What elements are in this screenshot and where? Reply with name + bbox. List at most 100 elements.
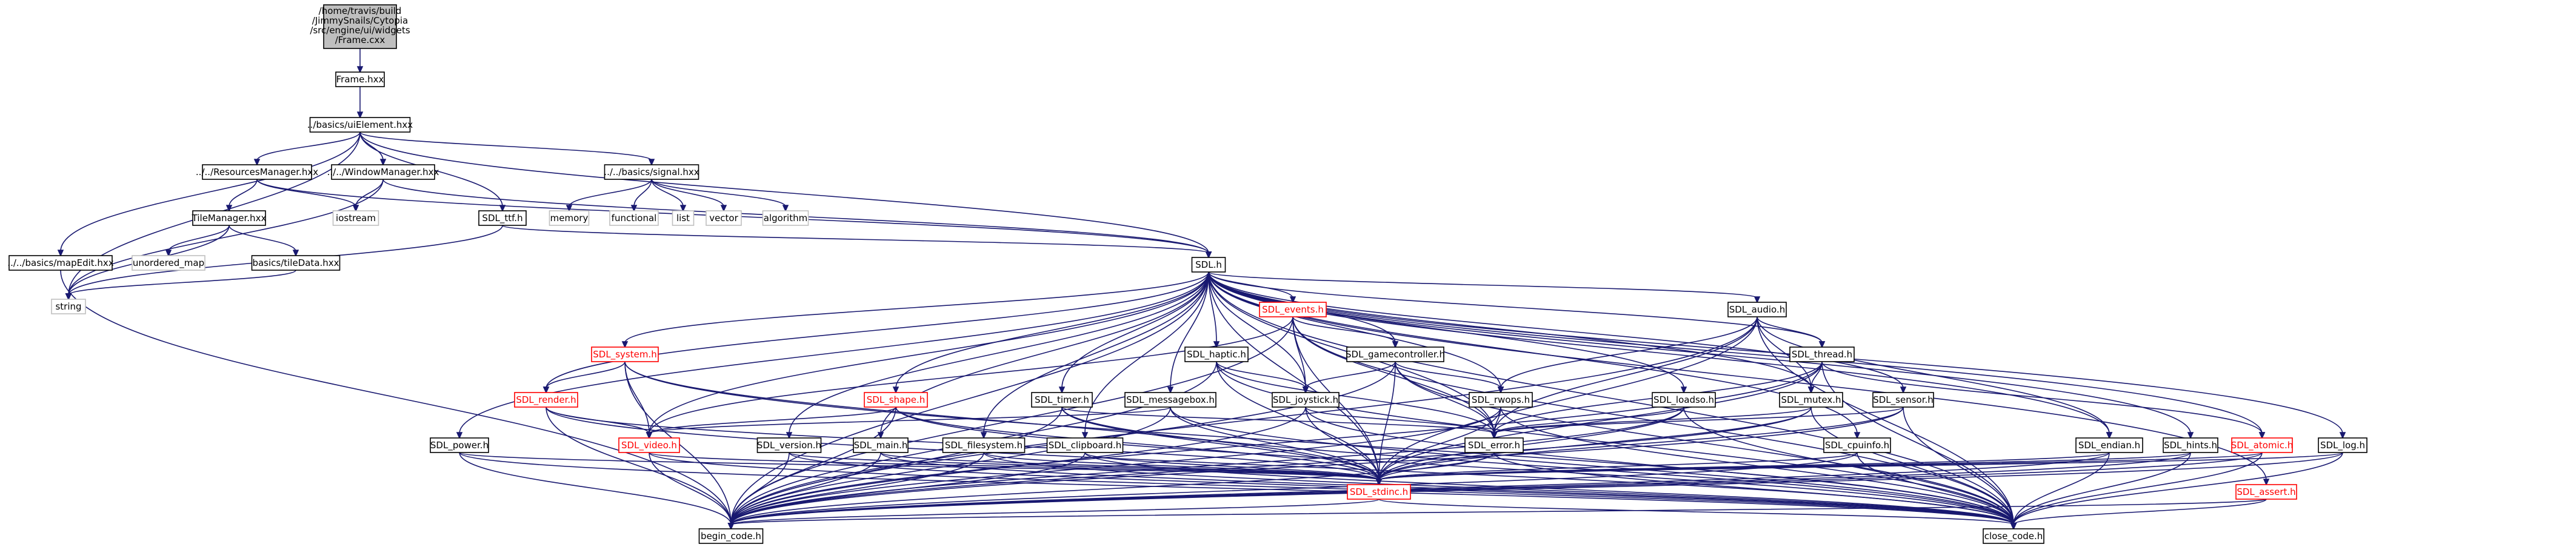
node-box	[853, 437, 909, 453]
node-box	[549, 210, 590, 226]
node-atomic[interactable]: SDL_atomic.h	[2231, 437, 2293, 453]
node-root[interactable]: /home/travis/build/JimmySnails/Cytopia/s…	[310, 4, 410, 49]
node-system[interactable]: SDL_system.h	[591, 346, 659, 362]
node-vector[interactable]: vector	[706, 210, 742, 226]
node-memory[interactable]: memory	[549, 210, 590, 226]
node-string[interactable]: string	[51, 299, 86, 314]
nodes-layer: /home/travis/build/JimmySnails/Cytopia/s…	[7, 4, 2367, 544]
node-label: ../../basics/signal.hxx	[604, 167, 699, 177]
node-haptic[interactable]: SDL_haptic.h	[1184, 346, 1249, 362]
node-box	[1259, 302, 1327, 317]
edge-frame-to-uielement	[356, 87, 364, 119]
node-close[interactable]: close_code.h	[1983, 528, 2044, 544]
edge-tilemgr-to-unordered_map	[165, 225, 230, 257]
node-unordered_map[interactable]: unordered_map	[132, 255, 205, 271]
node-label: close_code.h	[1984, 531, 2043, 542]
node-label: SDL_timer.h	[1035, 394, 1089, 406]
node-label-line: /home/travis/build	[319, 5, 402, 16]
edge-uielement-to-signal	[359, 131, 655, 166]
node-label: SDL_gamecontroller.h	[1346, 349, 1445, 360]
node-label: ../../ResourcesManager.hxx	[196, 167, 318, 177]
node-box	[591, 346, 659, 362]
node-box	[1983, 528, 2044, 544]
node-begin[interactable]: begin_code.h	[698, 528, 764, 544]
edge-signal-to-algorithm	[651, 179, 789, 212]
node-tilemgr[interactable]: TileManager.hxx	[192, 210, 267, 226]
node-mapedit[interactable]: ../../basics/mapEdit.hxx	[7, 255, 114, 271]
edge-thread-to-atomic	[1821, 361, 2266, 439]
node-timer[interactable]: SDL_timer.h	[1031, 392, 1093, 408]
node-power[interactable]: SDL_power.h	[430, 437, 489, 453]
node-thread[interactable]: SDL_thread.h	[1789, 346, 1855, 362]
edge-signal-to-functional	[630, 179, 652, 212]
node-error[interactable]: SDL_error.h	[1464, 437, 1524, 453]
node-label: begin_code.h	[701, 531, 761, 542]
node-uielement[interactable]: ../basics/uiElement.hxx	[307, 117, 413, 133]
node-stdinc[interactable]: SDL_stdinc.h	[1347, 484, 1411, 500]
node-box	[332, 210, 379, 226]
node-label: SDL_mutex.h	[1781, 394, 1841, 406]
node-audio[interactable]: SDL_audio.h	[1727, 302, 1787, 317]
edge-sensor-to-error	[1490, 406, 1904, 439]
node-box	[2231, 437, 2293, 453]
edge-system-to-render	[542, 361, 626, 394]
node-label-line: /JimmySnails/Cytopia	[312, 15, 408, 26]
node-box	[1464, 437, 1524, 453]
node-functional[interactable]: functional	[609, 210, 659, 226]
node-mutex[interactable]: SDL_mutex.h	[1779, 392, 1843, 408]
edge-signal-to-vector	[651, 179, 727, 212]
node-iostream[interactable]: iostream	[332, 210, 379, 226]
node-box	[1191, 257, 1226, 273]
edge-stdinc-to-begin	[727, 499, 1380, 530]
node-label: SDL_video.h	[621, 440, 677, 451]
node-events[interactable]: SDL_events.h	[1259, 302, 1327, 317]
node-box	[618, 437, 680, 453]
node-loadso[interactable]: SDL_loadso.h	[1652, 392, 1716, 408]
node-gamecontroller[interactable]: SDL_gamecontroller.h	[1346, 346, 1445, 362]
edge-log-to-stdinc	[1375, 452, 2343, 486]
node-rwops[interactable]: SDL_rwops.h	[1469, 392, 1533, 408]
node-hints[interactable]: SDL_hints.h	[2163, 437, 2218, 453]
node-render[interactable]: SDL_render.h	[514, 392, 578, 408]
node-sdl[interactable]: SDL.h	[1191, 257, 1226, 273]
node-clipboard[interactable]: SDL_clipboard.h	[1046, 437, 1124, 453]
node-frame[interactable]: Frame.hxx	[335, 71, 385, 87]
node-sdl_ttf[interactable]: SDL_ttf.h	[478, 210, 527, 226]
node-label: basics/tileData.hxx	[252, 257, 339, 268]
node-list[interactable]: list	[672, 210, 695, 226]
node-tiledata[interactable]: basics/tileData.hxx	[251, 255, 341, 271]
node-box	[698, 528, 764, 544]
node-main[interactable]: SDL_main.h	[853, 437, 909, 453]
node-shape[interactable]: SDL_shape.h	[864, 392, 928, 408]
node-video[interactable]: SDL_video.h	[618, 437, 680, 453]
edge-gamecontroller-to-joystick	[1302, 361, 1396, 394]
node-label: string	[55, 301, 81, 312]
node-version[interactable]: SDL_version.h	[756, 437, 822, 453]
edge-tilemgr-to-tiledata	[229, 225, 299, 257]
node-winmgr[interactable]: ../../WindowManager.hxx	[327, 164, 439, 180]
node-filesystem[interactable]: SDL_filesystem.h	[942, 437, 1026, 453]
node-box	[51, 299, 86, 314]
node-label: SDL_haptic.h	[1187, 349, 1246, 360]
node-box	[132, 255, 205, 271]
node-box	[1347, 484, 1411, 500]
node-sensor[interactable]: SDL_sensor.h	[1872, 392, 1934, 408]
node-cpuinfo[interactable]: SDL_cpuinfo.h	[1823, 437, 1891, 453]
node-box	[8, 255, 113, 271]
node-endian[interactable]: SDL_endian.h	[2075, 437, 2143, 453]
node-label: SDL_log.h	[2320, 440, 2365, 451]
node-resmgr[interactable]: ../../ResourcesManager.hxx	[196, 164, 318, 180]
node-assert[interactable]: SDL_assert.h	[2235, 484, 2297, 500]
edge-signal-to-list	[651, 179, 687, 212]
edge-sdl-to-log	[1208, 271, 2346, 439]
node-joystick[interactable]: SDL_joystick.h	[1272, 392, 1340, 408]
node-label: SDL_clipboard.h	[1049, 440, 1122, 451]
node-box	[514, 392, 578, 408]
node-label: SDL_atomic.h	[2231, 440, 2293, 451]
node-messagebox[interactable]: SDL_messagebox.h	[1124, 392, 1216, 408]
node-signal[interactable]: ../../basics/signal.hxx	[604, 164, 699, 180]
node-algorithm[interactable]: algorithm	[762, 210, 809, 226]
node-log[interactable]: SDL_log.h	[2318, 437, 2367, 453]
node-box	[609, 210, 659, 226]
